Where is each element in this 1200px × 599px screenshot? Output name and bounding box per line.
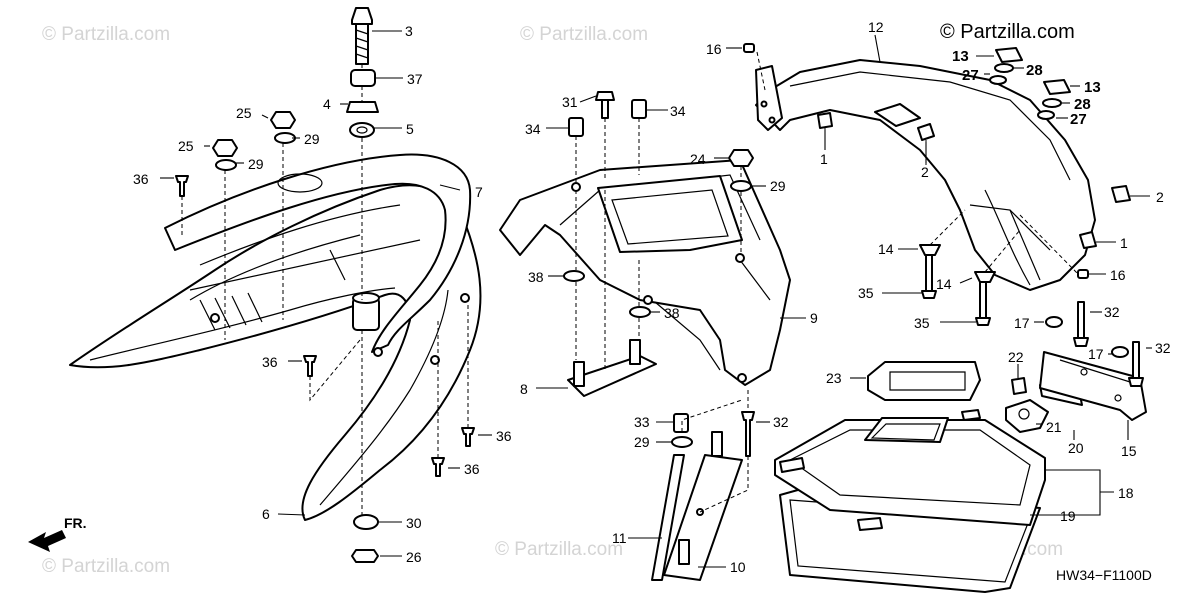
callout-36d: 36 (464, 461, 480, 477)
watermark-faint: © Partzilla.com (495, 539, 623, 560)
callout-2a: 2 (921, 164, 929, 180)
callout-36b: 36 (262, 354, 278, 370)
trunk-cover-group (755, 59, 1096, 291)
callout-37: 37 (407, 71, 423, 87)
callout-19: 19 (1060, 508, 1076, 524)
callout-9: 9 (810, 310, 818, 326)
callout-1b: 1 (1120, 235, 1128, 251)
direction-label: FR. (64, 515, 87, 531)
callout-12: 12 (868, 19, 884, 35)
callout-17a: 17 (1014, 315, 1030, 331)
callout-15: 15 (1121, 443, 1137, 459)
callout-labels: 3 37 4 5 25 29 25 29 36 7 36 36 36 6 30 … (133, 19, 1171, 575)
watermark-faint: © Partzilla.com (42, 556, 170, 577)
callout-14b: 14 (936, 276, 952, 292)
callout-27b: 27 (1070, 111, 1087, 128)
front-direction-arrow: FR. (28, 515, 87, 552)
watermark-faint: © Partzilla.com (42, 24, 170, 45)
callout-31: 31 (562, 94, 578, 110)
callout-33: 33 (634, 414, 650, 430)
diagram-code: HW34−F1100D (1056, 567, 1152, 583)
callout-7: 7 (475, 184, 483, 200)
watermark-main: © Partzilla.com (940, 21, 1075, 43)
carrier-bracket-group (499, 159, 791, 386)
callout-17b: 17 (1088, 346, 1104, 362)
callout-1a: 1 (820, 151, 828, 167)
callout-30: 30 (406, 515, 422, 531)
callout-35a: 35 (858, 285, 874, 301)
callout-13b: 13 (1084, 79, 1101, 96)
callout-4: 4 (323, 96, 331, 112)
callout-10: 10 (730, 559, 746, 575)
callout-34a: 34 (670, 103, 686, 119)
callout-8: 8 (520, 381, 528, 397)
faint-watermarks: © Partzilla.com © Partzilla.com © Partzi… (42, 24, 1063, 577)
callout-36a: 36 (133, 171, 149, 187)
callout-26: 26 (406, 549, 422, 565)
left-hardware (160, 7, 492, 563)
callout-35b: 35 (914, 315, 930, 331)
callout-28b: 28 (1074, 96, 1091, 113)
callout-36c: 36 (496, 428, 512, 444)
callout-6: 6 (262, 506, 270, 522)
callout-29c: 29 (770, 178, 786, 194)
callout-22: 22 (1008, 349, 1024, 365)
callout-25a: 25 (236, 105, 252, 121)
callout-29d: 29 (634, 434, 650, 450)
callout-5: 5 (406, 121, 414, 137)
callout-11: 11 (612, 530, 627, 546)
callout-24: 24 (690, 151, 706, 167)
callout-21: 21 (1046, 419, 1062, 435)
callout-27a: 27 (962, 67, 979, 84)
callout-34b: 34 (525, 121, 541, 137)
callout-32b: 32 (1104, 304, 1120, 320)
callout-16a: 16 (706, 41, 722, 57)
rear-carrier-group (69, 153, 482, 521)
callout-38b: 38 (664, 305, 680, 321)
callout-16b: 16 (1110, 267, 1126, 283)
callout-18: 18 (1118, 485, 1134, 501)
stay-part-8 (567, 355, 657, 397)
watermark-faint: © Partzilla.com (520, 24, 648, 45)
callout-14a: 14 (878, 241, 894, 257)
middle-hardware (536, 91, 806, 581)
trunk-box-group (774, 301, 1152, 593)
callout-2b: 2 (1156, 189, 1164, 205)
callout-32c: 32 (1155, 340, 1171, 356)
callout-3: 3 (405, 23, 413, 39)
emblem-part-23 (867, 361, 981, 401)
callout-28a: 28 (1026, 62, 1043, 79)
callout-29b: 29 (248, 156, 264, 172)
callout-23: 23 (826, 370, 842, 386)
callout-32a: 32 (773, 414, 789, 430)
rear-carrier-part-6 (69, 184, 482, 521)
callout-38a: 38 (528, 269, 544, 285)
callout-29a: 29 (304, 131, 320, 147)
trunk-cover-part-12 (755, 59, 1096, 291)
callout-25b: 25 (178, 138, 194, 154)
callout-13a: 13 (952, 48, 969, 65)
right-top-hardware (726, 34, 1150, 326)
callout-20: 20 (1068, 440, 1084, 456)
